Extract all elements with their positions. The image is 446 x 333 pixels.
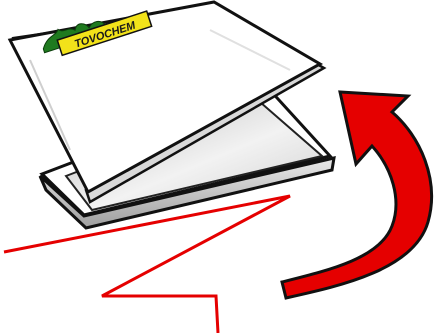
red-curved-arrow bbox=[282, 92, 432, 298]
red-zigzag-line bbox=[4, 196, 290, 333]
